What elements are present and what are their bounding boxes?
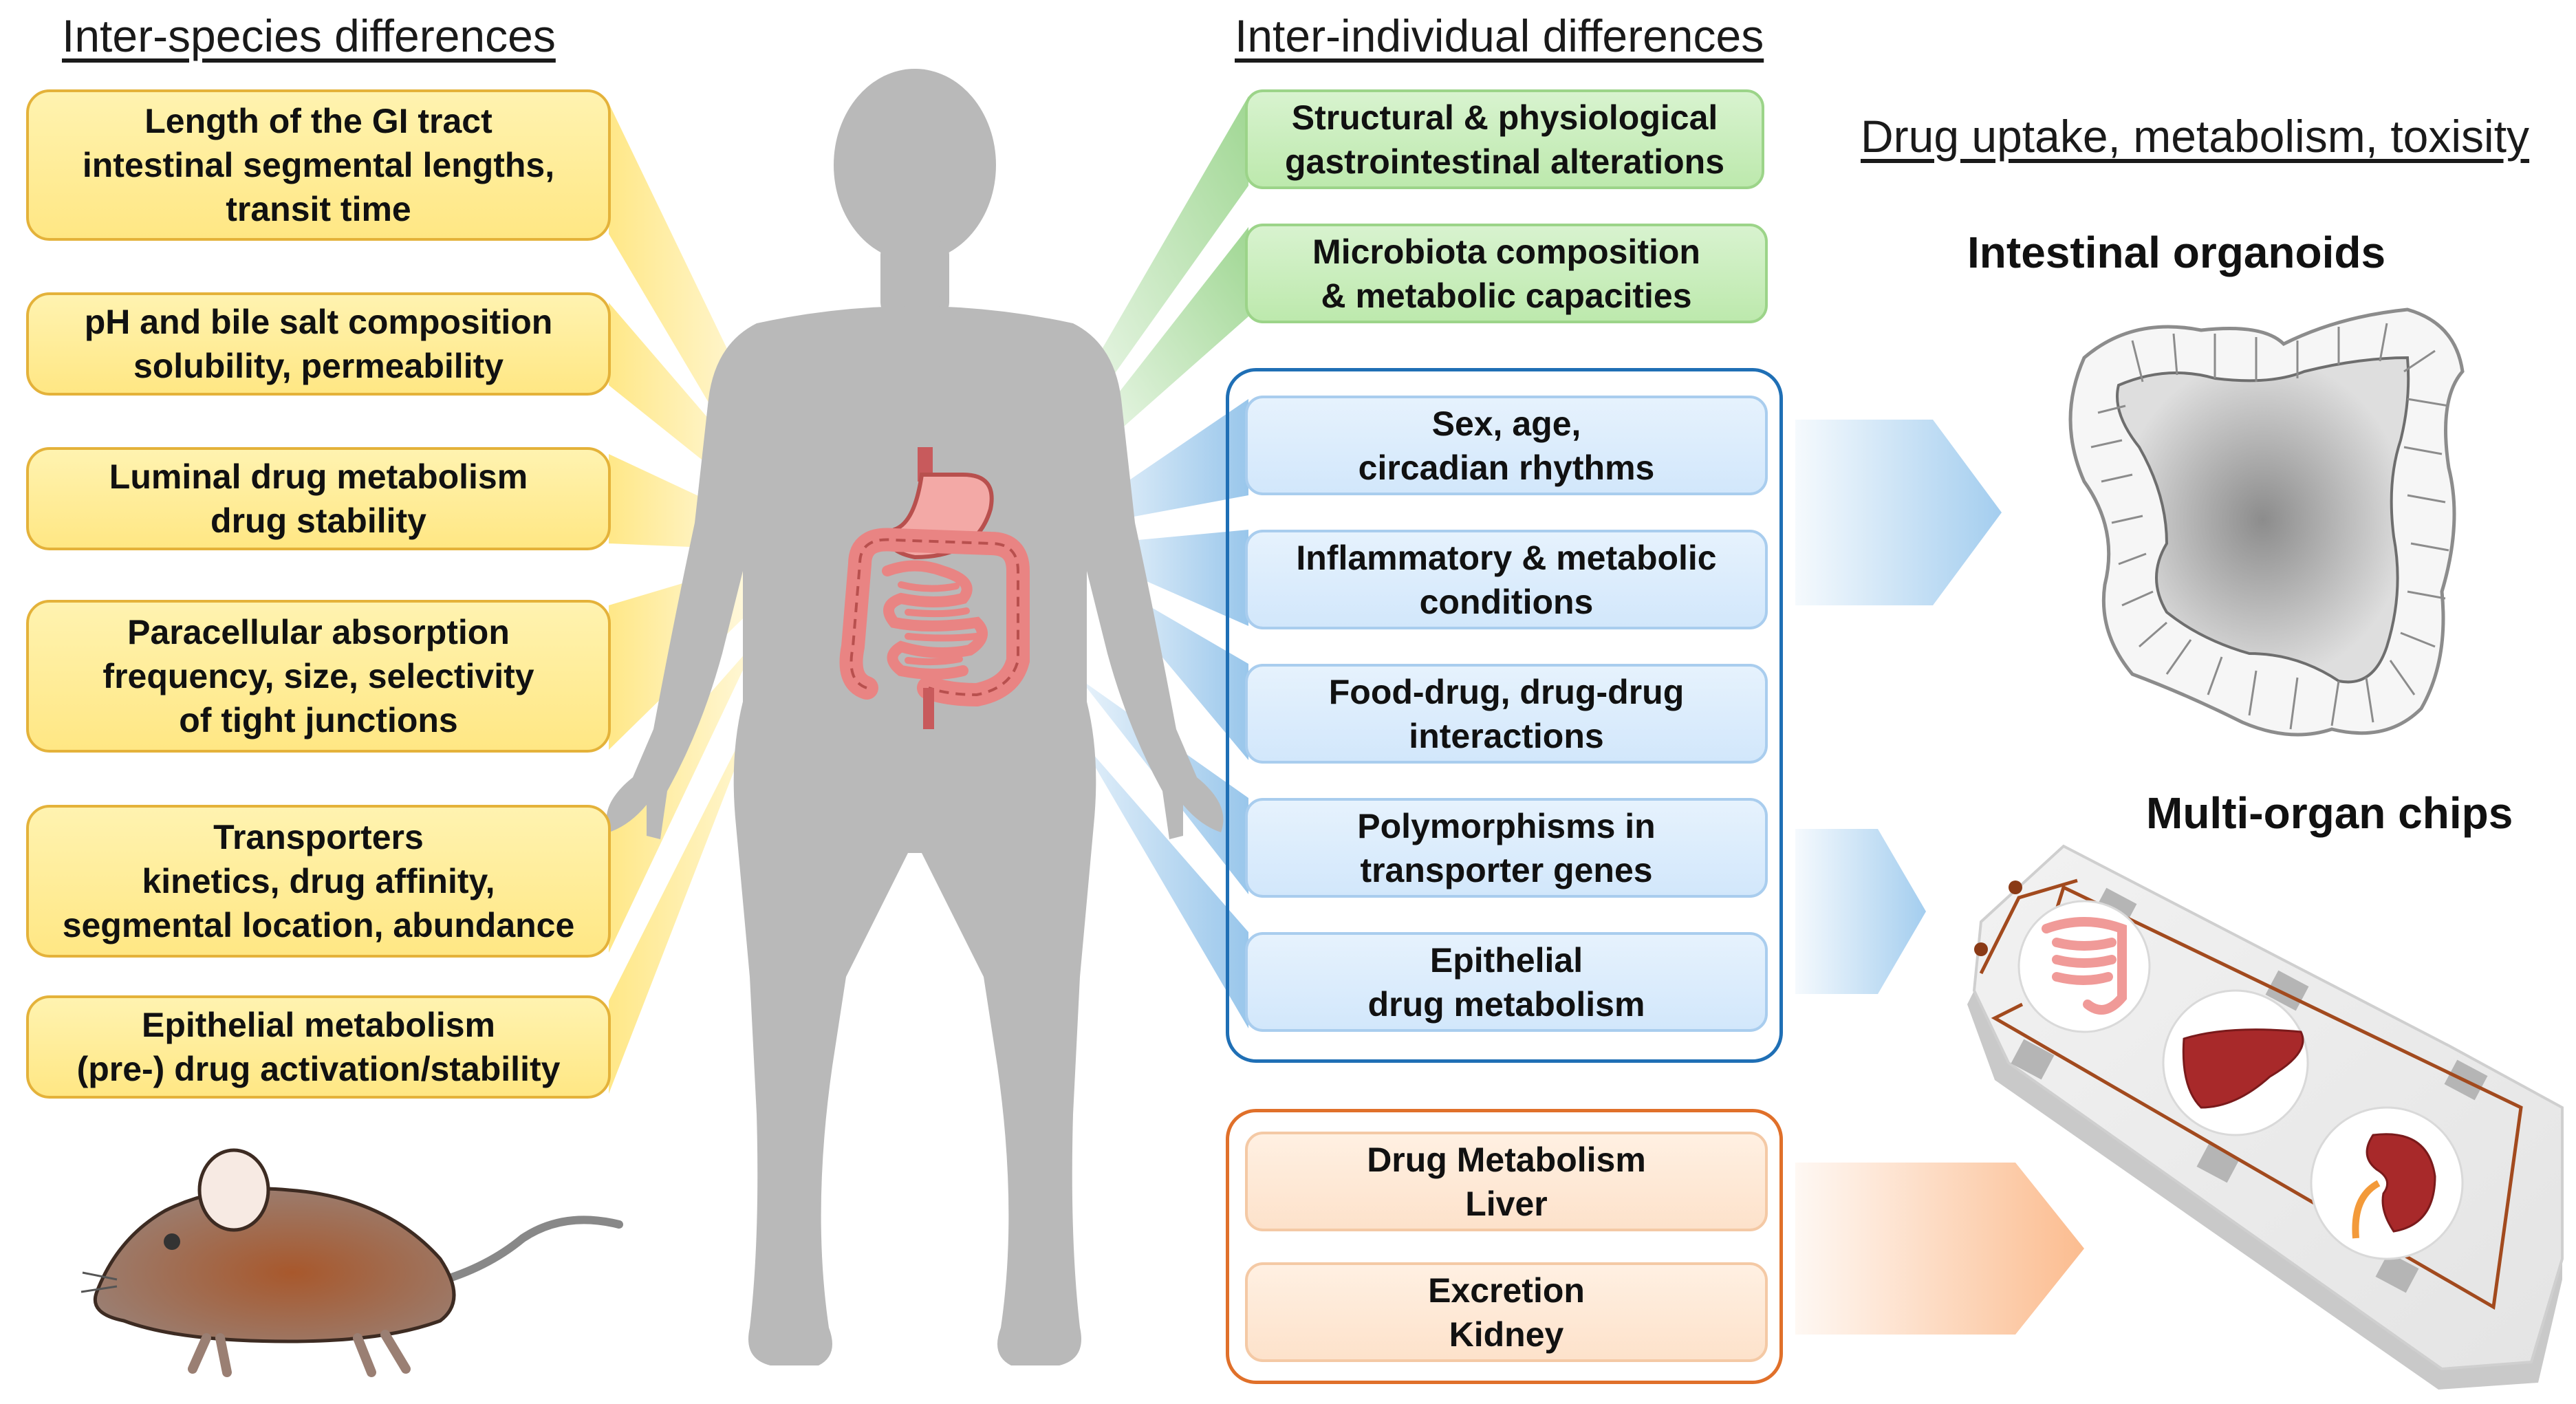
species-box-line: of tight junctions xyxy=(179,701,458,739)
ray-microbiota xyxy=(1087,227,1248,447)
species-box-line: Transporters xyxy=(213,818,424,856)
organ-box-line: Liver xyxy=(1465,1184,1548,1223)
ray-structural xyxy=(1073,96,1248,413)
chip-inlet xyxy=(2009,881,2022,894)
mouse-body xyxy=(94,1187,456,1343)
species-box-line: Length of the GI tract xyxy=(144,102,493,140)
arrow-to-organoids xyxy=(1795,420,2002,605)
species-box-line: transit time xyxy=(226,190,411,228)
species-box-transporters: Transporters kinetics, drug affinity, se… xyxy=(26,805,611,958)
label-multi-organ-chips: Multi-organ chips xyxy=(2146,788,2513,838)
organ-box-liver: Drug Metabolism Liver xyxy=(1245,1132,1768,1231)
heading-inter-species: Inter-species differences xyxy=(62,10,556,61)
individual-box-inflammatory: Inflammatory & metabolic conditions xyxy=(1245,530,1768,629)
species-box-luminal-metabolism: Luminal drug metabolism drug stability xyxy=(26,447,611,550)
individual-box-line: Microbiota composition xyxy=(1312,232,1700,271)
organoid-cells xyxy=(2090,323,2449,730)
species-box-line: drug stability xyxy=(210,501,426,540)
individual-box-structural: Structural & physiological gastrointesti… xyxy=(1245,89,1764,189)
chip-ureter-icon xyxy=(2352,1180,2381,1239)
mouse-eye xyxy=(164,1233,180,1250)
arrow-orange-to-chips xyxy=(1795,1163,2084,1335)
individual-box-line: gastrointestinal alterations xyxy=(1284,142,1725,181)
individual-box-line: drug metabolism xyxy=(1367,984,1645,1024)
individual-box-line: Epithelial xyxy=(1429,940,1583,980)
species-box-ph-bile: pH and bile salt composition solubility,… xyxy=(26,292,611,396)
species-box-line: segmental location, abundance xyxy=(62,906,575,944)
individual-box-line: Polymorphisms in xyxy=(1357,806,1656,845)
intestinal-organoid-illustration xyxy=(2068,307,2465,737)
chip-kidney-icon xyxy=(2366,1133,2436,1233)
small-intestine xyxy=(882,560,988,680)
individual-box-line: & metabolic capacities xyxy=(1321,276,1692,315)
species-box-line: kinetics, drug affinity, xyxy=(142,862,495,900)
individual-box-epithelial-drug: Epithelial drug metabolism xyxy=(1245,932,1768,1032)
mouse-ear xyxy=(197,1148,270,1232)
individual-box-line: circadian rhythms xyxy=(1358,448,1655,487)
species-box-epithelial-metabolism: Epithelial metabolism (pre-) drug activa… xyxy=(26,995,611,1099)
mouse-whiskers xyxy=(80,1271,118,1293)
individual-box-line: conditions xyxy=(1419,582,1594,621)
species-box-line: pH and bile salt composition xyxy=(84,303,553,341)
chip-liver-icon xyxy=(2182,1028,2304,1109)
intestine-illustration xyxy=(839,447,1030,729)
species-box-paracellular: Paracellular absorption frequency, size,… xyxy=(26,600,611,753)
organ-box-line: Kidney xyxy=(1449,1315,1564,1354)
human-body-silhouette xyxy=(606,69,1224,1365)
individual-box-line: transporter genes xyxy=(1360,850,1653,889)
species-box-line: frequency, size, selectivity xyxy=(102,657,534,695)
organ-box-kidney: Excretion Kidney xyxy=(1245,1262,1768,1362)
label-intestinal-organoids: Intestinal organoids xyxy=(1967,228,2386,277)
chip-outlet xyxy=(1974,942,1988,956)
mouse-illustration xyxy=(80,1148,623,1377)
large-intestine-outline xyxy=(849,538,1019,697)
heading-inter-individual: Inter-individual differences xyxy=(1235,10,1764,61)
individual-box-line: Food-drug, drug-drug xyxy=(1328,672,1685,711)
organoid-lumen xyxy=(2116,356,2410,684)
species-box-line: Paracellular absorption xyxy=(127,613,510,651)
arrow-to-chips xyxy=(1795,829,1926,994)
heading-drug-uptake: Drug uptake, metabolism, toxisity xyxy=(1861,111,2530,162)
individual-box-line: interactions xyxy=(1409,716,1604,755)
orange-group-frame xyxy=(1226,1109,1783,1384)
species-box-line: Epithelial metabolism xyxy=(141,1006,495,1044)
mouse-tail xyxy=(415,1216,623,1290)
individual-box-line: Sex, age, xyxy=(1431,404,1581,443)
species-box-gi-length: Length of the GI tract intestinal segmen… xyxy=(26,89,611,241)
organ-box-line: Drug Metabolism xyxy=(1367,1140,1646,1179)
multi-organ-chip-illustration xyxy=(1967,844,2564,1390)
organ-box-line: Excretion xyxy=(1428,1271,1585,1310)
individual-box-polymorphisms: Polymorphisms in transporter genes xyxy=(1245,798,1768,898)
ray-polymorphisms xyxy=(1073,674,1248,894)
species-box-line: (pre-) drug activation/stability xyxy=(76,1050,561,1088)
individual-box-line: Structural & physiological xyxy=(1291,98,1718,137)
species-box-line: Luminal drug metabolism xyxy=(109,457,528,496)
individual-box-food-drug: Food-drug, drug-drug interactions xyxy=(1245,664,1768,764)
blue-group-frame xyxy=(1226,368,1783,1063)
mouse-feet xyxy=(188,1330,411,1377)
chip-ports xyxy=(2011,887,2488,1293)
individual-box-microbiota: Microbiota composition & metabolic capac… xyxy=(1245,224,1768,323)
species-box-line: intestinal segmental lengths, xyxy=(82,146,555,184)
green-rays xyxy=(1073,96,1248,447)
chip-channel-inner xyxy=(1979,878,2078,975)
individual-box-sex-age: Sex, age, circadian rhythms xyxy=(1245,396,1768,495)
individual-box-line: Inflammatory & metabolic xyxy=(1296,538,1717,577)
species-box-line: solubility, permeability xyxy=(133,347,504,385)
chip-intestine-icon xyxy=(2042,917,2127,1015)
